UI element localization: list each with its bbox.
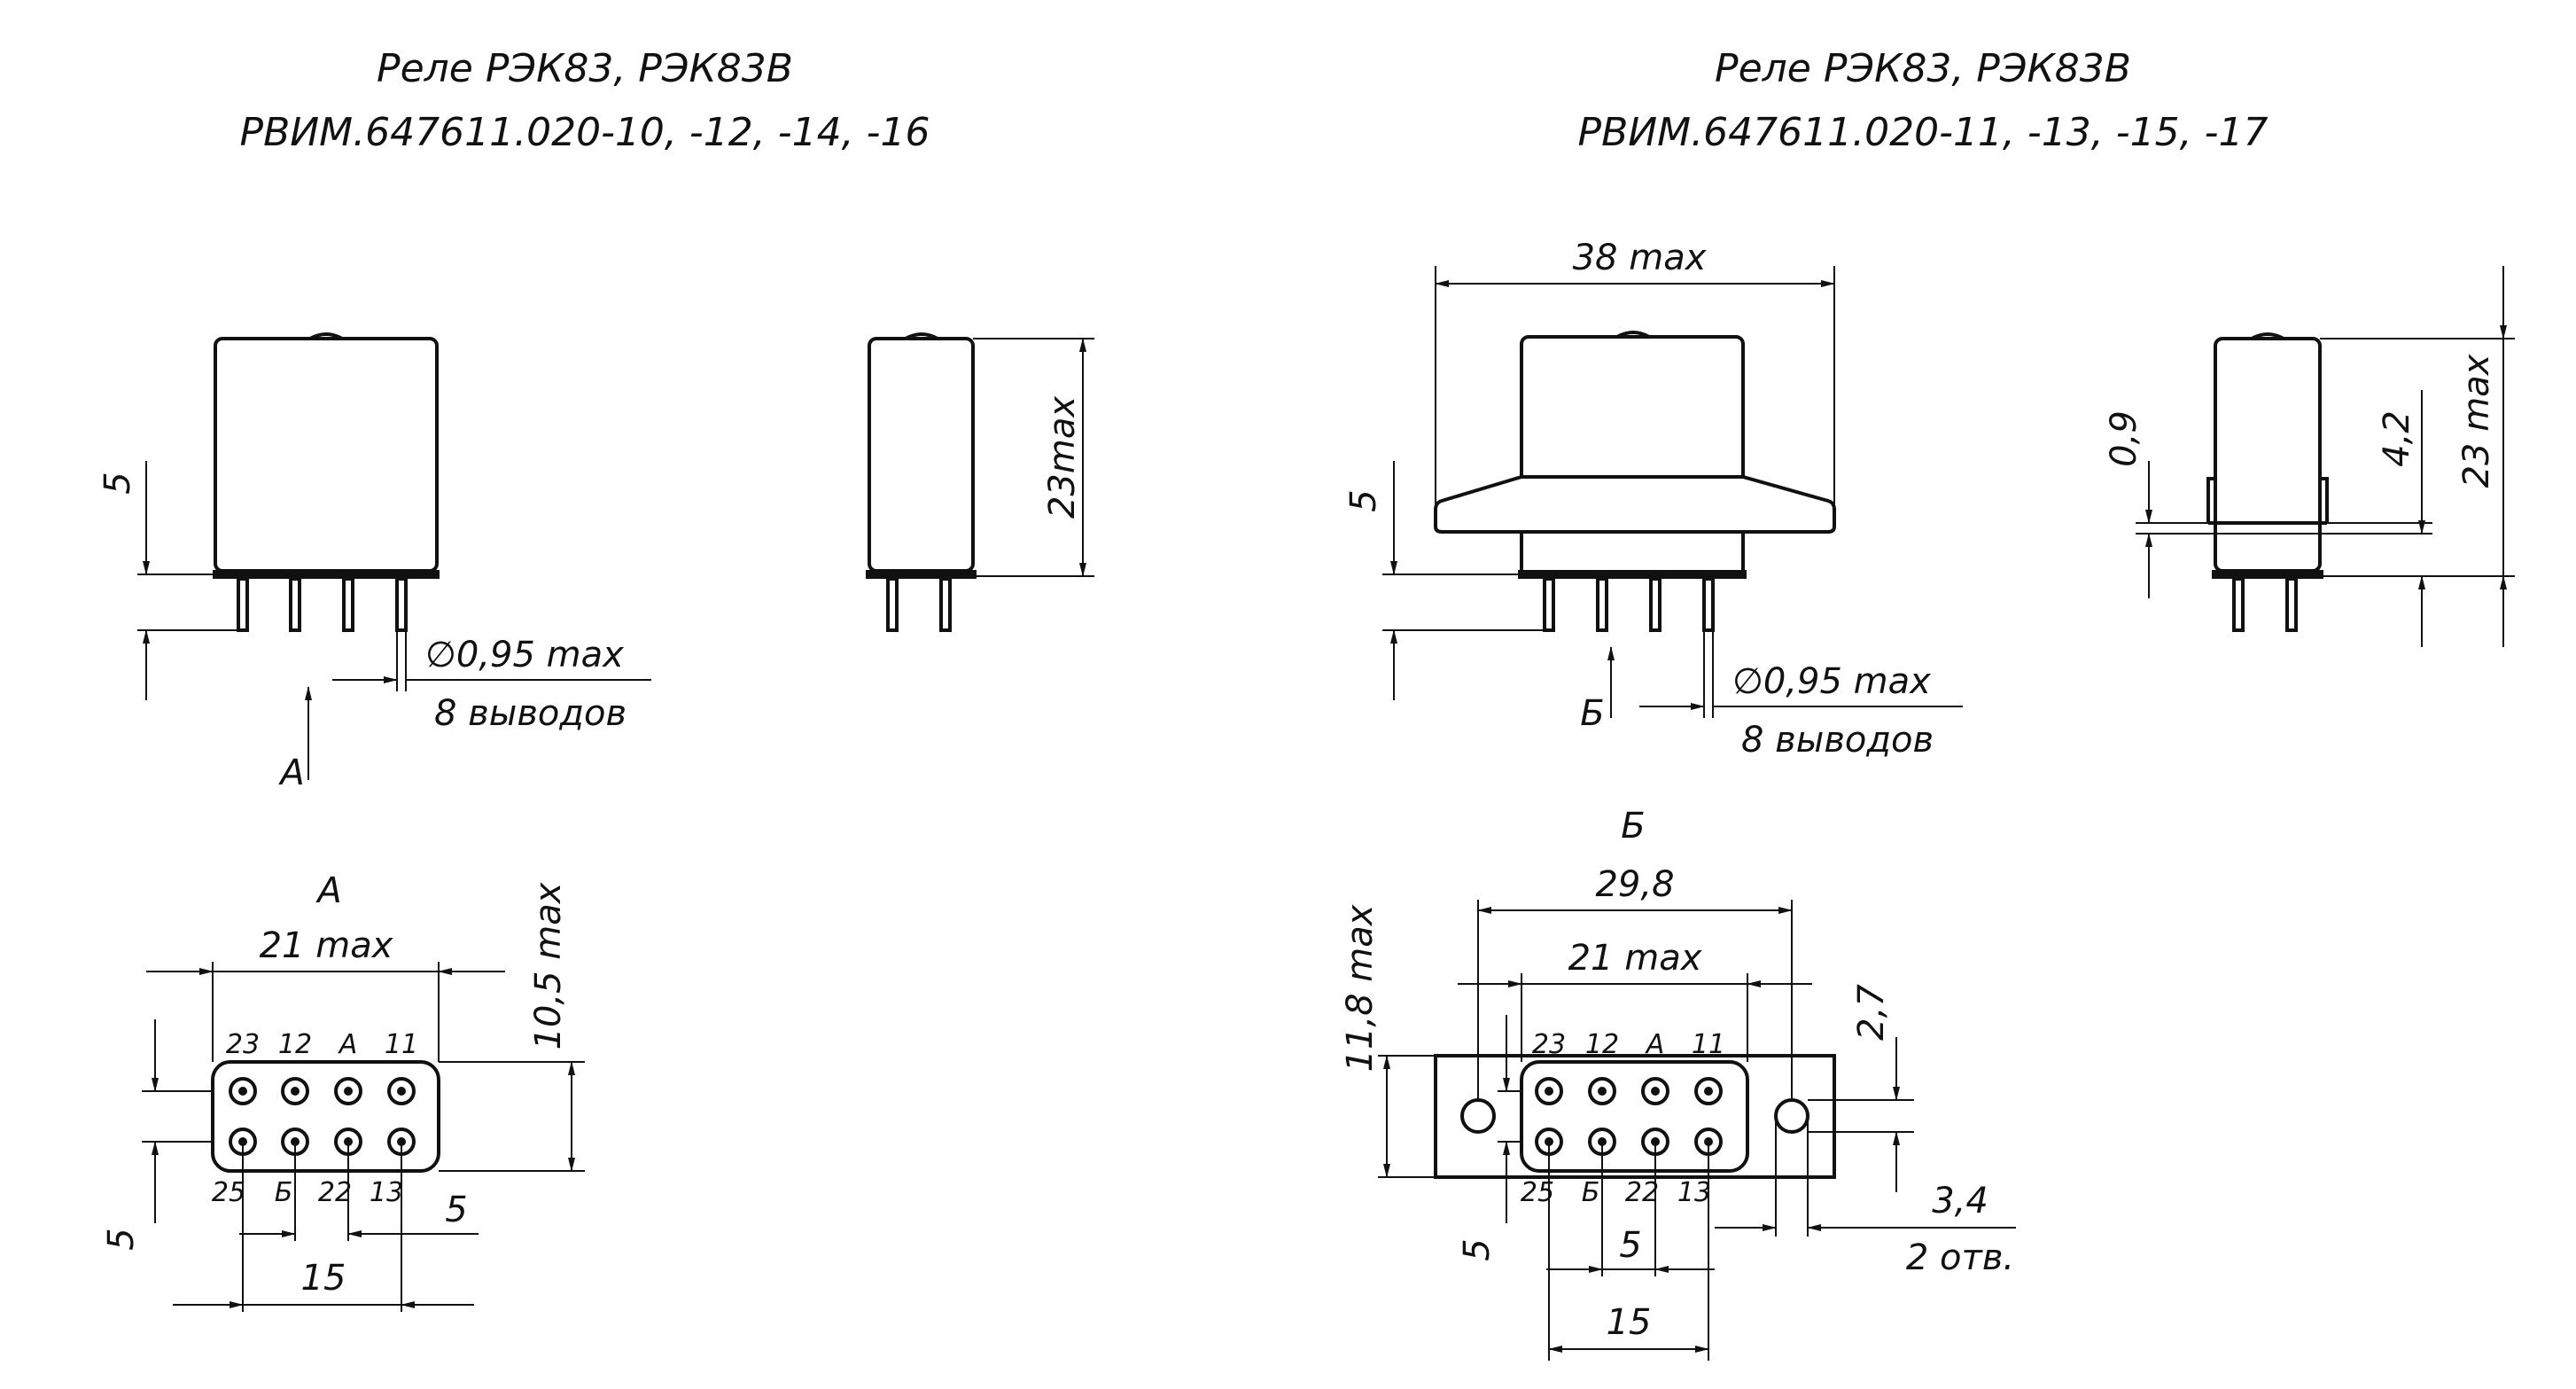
right-side-dim-42: 4,2 (2377, 410, 2417, 467)
right-front-view-arrow: Б (1580, 693, 1604, 734)
right-bottom-dim-pitch-v: 5 (1457, 1238, 1498, 1260)
right-bottom-bottom-label: 13 (1677, 1177, 1711, 1208)
right-side-dim-height: 23 max (2456, 354, 2497, 488)
left-front-view-arrow: А (277, 753, 304, 793)
right-bottom-dim-hole: 3,4 (1932, 1181, 1988, 1221)
left-bottom-top-label: 12 (278, 1029, 312, 1060)
left-bottom-dim-width: 21 max (260, 925, 393, 966)
left-bottom-pin (387, 1128, 416, 1156)
left-bottom-pin (334, 1128, 362, 1156)
right-bottom-top-label: 11 (1692, 1029, 1725, 1060)
left-bottom-pin (229, 1128, 257, 1156)
right-side-view: 0,9 4,2 23 max (2104, 266, 2515, 647)
left-bottom-view: А 21 max 10,5 max 5 15 5 23 (101, 870, 585, 1312)
right-bottom-pin (1588, 1077, 1616, 1105)
left-bottom-bottom-label: Б (275, 1177, 293, 1208)
right-front-pin-diameter: ∅0,95 max (1732, 661, 1931, 702)
right-bottom-inner-outline (1520, 1060, 1749, 1173)
right-bottom-bottom-label: Б (1582, 1177, 1600, 1208)
right-side-dim-09: 0,9 (2104, 410, 2144, 467)
left-front-pin (342, 577, 354, 632)
right-front-pin (1596, 577, 1608, 632)
left-bottom-top-label: 11 (385, 1029, 418, 1060)
right-bottom-mounting-hole (1774, 1098, 1809, 1134)
left-front-base (213, 570, 440, 579)
right-bottom-dim-span: 15 (1607, 1302, 1652, 1343)
left-front-top-nub (309, 332, 343, 340)
right-front-pin (1702, 577, 1715, 632)
left-title-line2: РВИМ.647611.020-10, -12, -14, -16 (240, 110, 930, 155)
right-bottom-hole-count: 2 отв. (1906, 1237, 2014, 1278)
left-bottom-dim-span: 15 (301, 1258, 346, 1299)
left-front-pin-diameter: ∅0,95 max (425, 635, 624, 675)
right-bottom-bottom-label: 25 (1521, 1177, 1554, 1208)
left-bottom-outline (211, 1060, 440, 1173)
left-bottom-dim-height: 10,5 max (528, 882, 569, 1050)
left-bottom-pin (387, 1077, 416, 1105)
right-bottom-top-label: А (1645, 1029, 1665, 1060)
left-bottom-dim-pitch-h: 5 (445, 1190, 467, 1230)
right-bottom-flange (1434, 1054, 1836, 1179)
right-bottom-pin (1588, 1128, 1616, 1156)
left-side-body (868, 337, 975, 573)
right-bottom-mounting-hole (1460, 1098, 1496, 1134)
right-bottom-pin (1694, 1128, 1723, 1156)
right-front-pin (1649, 577, 1662, 632)
right-front-dim-width: 38 max (1573, 238, 1707, 278)
right-front-pin-count: 8 выводов (1741, 720, 1934, 761)
left-front-pin (237, 577, 249, 632)
right-title-line1: Реле РЭК83, РЭК83В (1715, 46, 2131, 91)
left-bottom-top-label: А (338, 1029, 358, 1060)
left-bottom-pin (229, 1077, 257, 1105)
right-bottom-pin (1641, 1128, 1669, 1156)
right-bottom-dim-27: 2,7 (1851, 984, 1892, 1041)
left-front-pin (395, 577, 408, 632)
left-front-body (214, 337, 439, 573)
right-front-pin (1543, 577, 1555, 632)
left-front-pin (289, 577, 301, 632)
right-front-dim-5: 5 (1343, 489, 1384, 511)
right-bottom-pin (1535, 1077, 1563, 1105)
left-bottom-bottom-label: 13 (370, 1177, 403, 1208)
left-side-view: 23max (866, 332, 1094, 632)
left-bottom-top-label: 23 (226, 1029, 260, 1060)
left-bottom-pin-grid (229, 1077, 416, 1156)
right-bottom-dim-pitch-h: 5 (1619, 1225, 1641, 1266)
right-bottom-dim-width: 21 max (1568, 938, 1702, 979)
left-bottom-pin (334, 1077, 362, 1105)
left-bottom-bottom-label: 25 (212, 1177, 245, 1208)
left-bottom-pin (281, 1128, 309, 1156)
right-bottom-top-label: 12 (1585, 1029, 1619, 1060)
left-bottom-bottom-label: 22 (318, 1177, 352, 1208)
right-title-line2: РВИМ.647611.020-11, -13, -15, -17 (1578, 110, 2269, 155)
right-bottom-top-label: 23 (1532, 1029, 1566, 1060)
left-bottom-view-title: А (315, 870, 341, 911)
left-title-line1: Реле РЭК83, РЭК83В (377, 46, 793, 91)
left-bottom-pin (281, 1077, 309, 1105)
right-bottom-pin (1694, 1077, 1723, 1105)
right-bottom-pin (1641, 1077, 1669, 1105)
left-front-dim-5: 5 (97, 472, 138, 494)
left-front-view: 5 ∅0,95 max 8 выводов А (97, 332, 651, 793)
right-front-flange (1434, 475, 1836, 534)
right-bottom-pin (1535, 1128, 1563, 1156)
right-bottom-view-title: Б (1621, 806, 1645, 847)
left-side-dim-height: 23max (1042, 396, 1083, 519)
right-front-view: 38 max 5 ∅0,95 max 8 выводов Б (1343, 238, 1963, 761)
right-side-body (2214, 337, 2322, 573)
left-front-pin-count: 8 выводов (434, 693, 626, 734)
right-side-bracket (2206, 477, 2329, 523)
left-bottom-dim-pitch-v: 5 (101, 1228, 142, 1250)
right-bottom-pin-grid (1535, 1077, 1723, 1156)
right-bottom-dim-flange: 29,8 (1595, 864, 1674, 905)
right-bottom-view: Б 29,8 21 max 11,8 max 2,7 (1340, 806, 2016, 1361)
right-bottom-dim-height: 11,8 max (1340, 904, 1381, 1072)
right-bottom-bottom-label: 22 (1625, 1177, 1659, 1208)
